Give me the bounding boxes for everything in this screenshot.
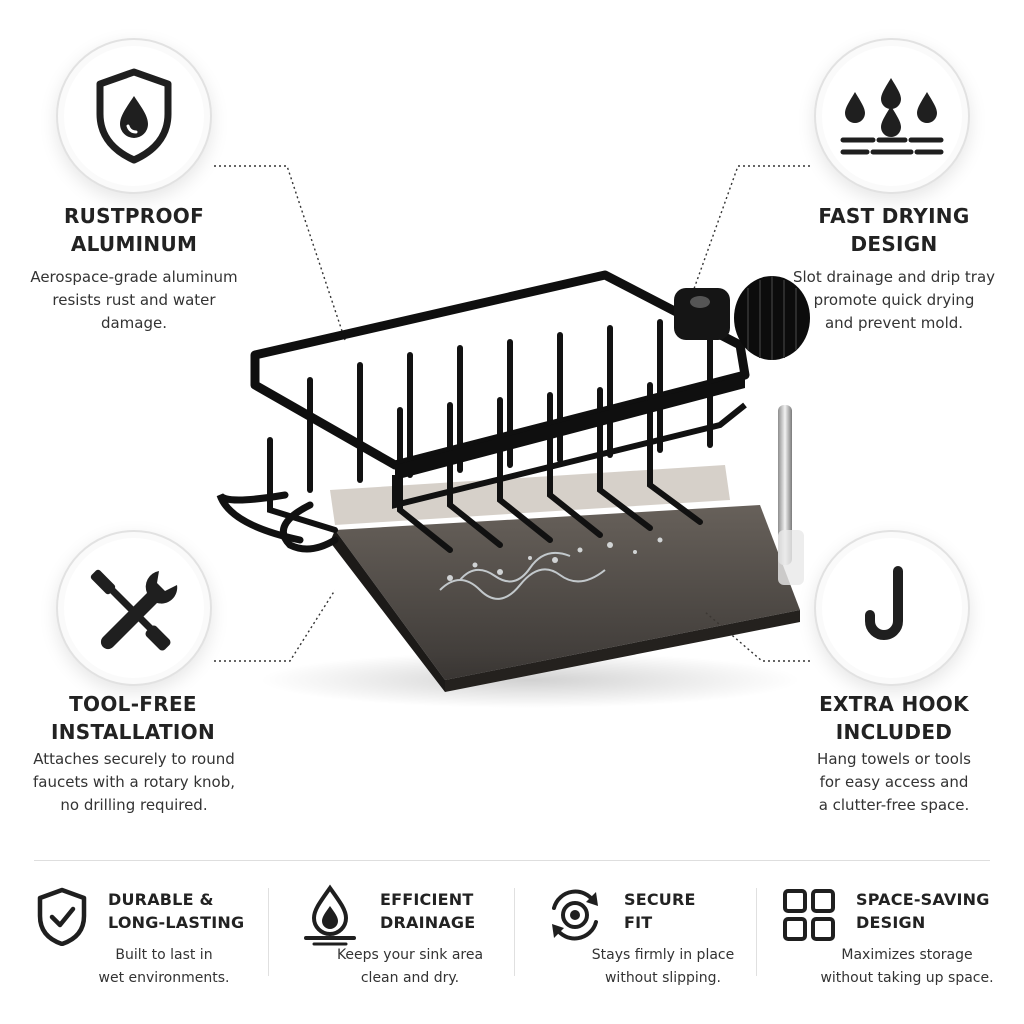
benefit-separator xyxy=(756,888,757,976)
drop-drain-icon xyxy=(304,884,356,946)
tool-free-icon-badge xyxy=(56,530,212,686)
water-drops-icon xyxy=(840,78,944,155)
extra-hook-icon-badge xyxy=(814,530,970,686)
section-divider xyxy=(34,860,990,861)
fast-drying-icon-badge xyxy=(814,38,970,194)
benefit-durable-title: DURABLE &LONG-LASTING xyxy=(108,890,245,932)
secure-rotate-icon xyxy=(552,889,598,941)
benefit-separator xyxy=(514,888,515,976)
grid-squares-icon xyxy=(783,889,835,941)
hook-icon xyxy=(865,566,903,640)
shield-check-icon xyxy=(37,887,87,946)
rustproof-icon-badge xyxy=(56,38,212,194)
benefit-separator xyxy=(268,888,269,976)
sponge-holder-product-image xyxy=(216,270,810,708)
shield-drop-icon xyxy=(96,68,172,164)
wrench-screwdriver-icon xyxy=(90,569,178,651)
